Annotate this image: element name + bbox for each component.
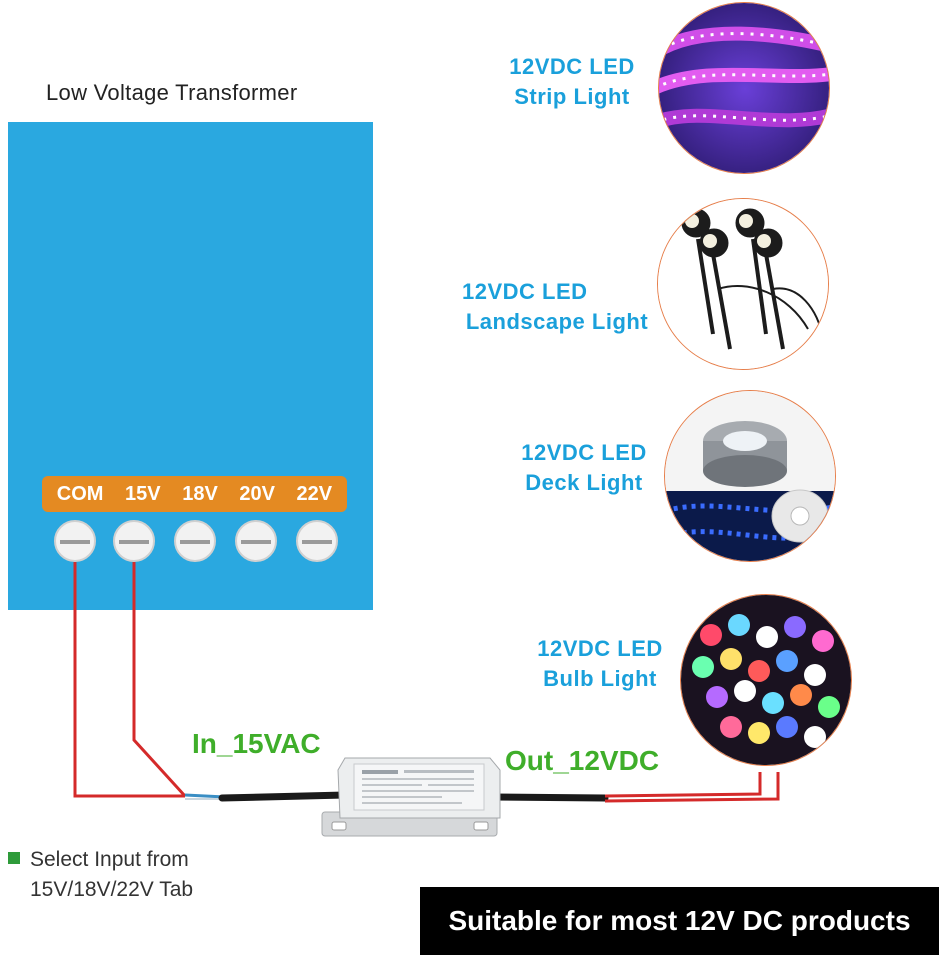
deck-light-image xyxy=(664,390,836,562)
strip-light-label: 12VDC LED Strip Light xyxy=(509,54,635,109)
landscape-light-label: 12VDC LED Landscape Light xyxy=(462,279,649,334)
bulb-light-image xyxy=(680,594,852,766)
input-selection-note: Select Input from 15V/18V/22V Tab xyxy=(8,845,193,905)
terminal-20v xyxy=(235,520,277,562)
strip-light-picture xyxy=(659,3,829,173)
cable-output xyxy=(486,793,609,802)
terminal-18v xyxy=(174,520,216,562)
tab-com: COM xyxy=(56,482,104,505)
input-voltage-label: In_15VAC xyxy=(192,728,321,759)
strip-light-image xyxy=(658,2,830,174)
led-driver xyxy=(321,757,501,837)
landscape-light-picture xyxy=(658,199,828,369)
terminal-15v xyxy=(113,520,155,562)
bullet-square-icon xyxy=(8,852,20,864)
bulb-light-picture xyxy=(681,595,851,765)
transformer-title: Low Voltage Transformer xyxy=(46,80,298,105)
tab-18v: 18V xyxy=(182,482,218,505)
deck-light-picture xyxy=(665,391,835,561)
tab-15v: 15V xyxy=(125,482,161,505)
terminal-com xyxy=(54,520,96,562)
wire-15v xyxy=(132,562,187,798)
voltage-tab-bar: COM 15V 18V 20V 22V xyxy=(42,476,347,512)
deck-light-label: 12VDC LED Deck Light xyxy=(521,440,647,495)
cable-input xyxy=(218,791,349,802)
wire-output-2 xyxy=(604,772,780,803)
wire-output-1 xyxy=(604,772,762,798)
wire-com xyxy=(73,562,185,798)
output-voltage-label: Out_12VDC xyxy=(505,745,660,776)
tab-20v: 20V xyxy=(239,482,275,505)
terminal-22v xyxy=(296,520,338,562)
landscape-light-image xyxy=(657,198,829,370)
wire-input-blue xyxy=(184,793,226,799)
bulb-light-label: 12VDC LED Bulb Light xyxy=(537,636,663,691)
compatibility-banner: Suitable for most 12V DC products xyxy=(420,887,939,955)
tab-22v: 22V xyxy=(296,482,333,505)
